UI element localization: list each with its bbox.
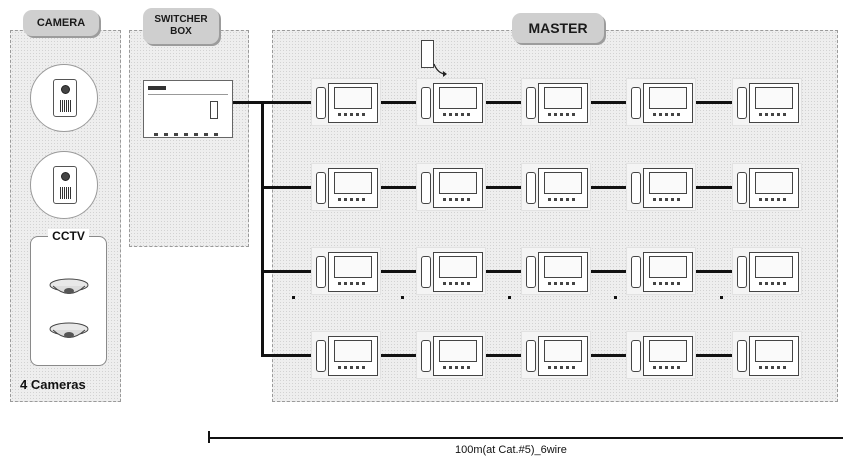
wire-link [381,101,416,104]
switcher-box-icon [143,80,233,138]
master-monitor-icon [732,247,802,295]
master-monitor-icon [416,163,486,211]
door-camera-icon [30,151,98,219]
master-monitor-icon [626,163,696,211]
wire-link [591,354,626,357]
wire-link [591,186,626,189]
switcher-tab-line1: SWITCHER [154,14,208,25]
master-monitor-icon [626,78,696,126]
wire-branch-row4 [261,354,311,357]
continuation-dot [508,296,511,299]
cctv-label: CCTV [48,229,89,243]
switcher-tab: SWITCHER BOX [143,8,219,44]
wire-link [381,270,416,273]
wire-branch-row3 [261,270,311,273]
wire-link [486,101,521,104]
wire-link [696,354,732,357]
camera-tab-label: CAMERA [36,17,86,29]
master-monitor-icon [311,78,381,126]
wire-link [696,186,732,189]
dome-camera-icon [49,278,89,294]
cctv-group: CCTV [30,229,107,366]
wire-link [696,101,732,104]
switcher-tab-line2: BOX [170,26,192,37]
master-monitor-icon [311,331,381,379]
door-camera-icon [30,64,98,132]
arrow-icon [433,63,447,77]
continuation-dot [720,296,723,299]
master-monitor-icon [626,247,696,295]
master-monitor-icon [311,163,381,211]
master-monitor-icon [626,331,696,379]
wire-vertical-bus [261,101,264,357]
dome-camera-icon [49,322,89,338]
wire-link [486,270,521,273]
continuation-dot [614,296,617,299]
wire-link [591,270,626,273]
distance-label: 100m(at Cat.#5)_6wire [455,444,567,456]
master-monitor-icon [311,247,381,295]
wire-branch-row2 [261,186,311,189]
handset-indicator-icon [421,40,434,68]
switcher-panel [129,30,249,247]
master-monitor-icon [732,163,802,211]
master-monitor-icon [521,78,591,126]
master-monitor-icon [416,331,486,379]
camera-count-label: 4 Cameras [20,377,86,392]
master-monitor-icon [416,247,486,295]
wire-link [381,354,416,357]
distance-line [208,437,843,439]
wire-link [591,101,626,104]
continuation-dot [401,296,404,299]
master-tab: MASTER [512,13,604,43]
master-monitor-icon [521,247,591,295]
camera-tab: CAMERA [23,10,99,36]
master-tab-label: MASTER [528,20,588,36]
wire-switch-out [233,101,311,104]
master-monitor-icon [732,331,802,379]
wire-link [486,354,521,357]
continuation-dot [292,296,295,299]
wire-link [486,186,521,189]
master-monitor-icon [521,163,591,211]
master-monitor-icon [732,78,802,126]
master-monitor-icon [521,331,591,379]
master-monitor-icon [416,78,486,126]
distance-line-tick [208,431,210,443]
wire-link [381,186,416,189]
wire-link [696,270,732,273]
